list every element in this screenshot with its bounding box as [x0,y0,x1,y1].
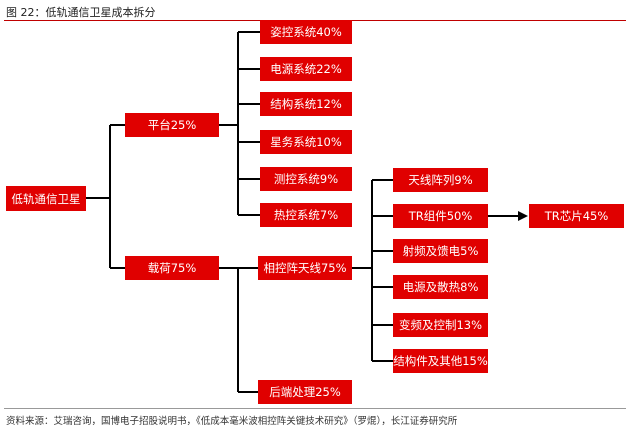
node-converter-control: 变频及控制13% [393,313,488,337]
figure-title: 图 22：低轨通信卫星成本拆分 [6,6,156,19]
connector-platform [219,31,260,216]
source-note: 资料来源：艾瑞咨询，国博电子招股说明书，《低成本毫米波相控阵关键技术研究》（罗焜… [6,416,458,427]
node-payload: 载荷75% [125,256,219,280]
connector-payload [219,267,258,393]
connector-phased-array [352,179,393,362]
node-platform: 平台25% [125,113,219,137]
node-backend-processing: 后端处理25% [258,380,352,404]
node-structure-system: 结构系统12% [260,92,352,116]
node-ttc-system: 测控系统9% [260,167,352,191]
node-power-system: 电源系统22% [260,57,352,81]
connector-root [86,124,125,269]
node-attitude-control: 姿控系统40% [260,20,352,44]
source-divider [4,408,626,409]
node-low-orbit-satellite: 低轨通信卫星 [6,186,86,211]
node-structure-other: 结构件及其他15% [393,349,488,373]
node-thermal-system: 热控系统7% [260,203,352,227]
node-power-cooling: 电源及散热8% [393,275,488,299]
node-tr-chip: TR芯片45% [529,204,624,228]
node-tr-module: TR组件50% [393,204,488,228]
arrow-head [518,211,528,221]
node-rf-feed: 射频及馈电5% [393,239,488,263]
node-antenna-array: 天线阵列9% [393,168,488,192]
node-housekeeping-system: 星务系统10% [260,130,352,154]
node-phased-array-antenna: 相控阵天线75% [258,256,352,280]
